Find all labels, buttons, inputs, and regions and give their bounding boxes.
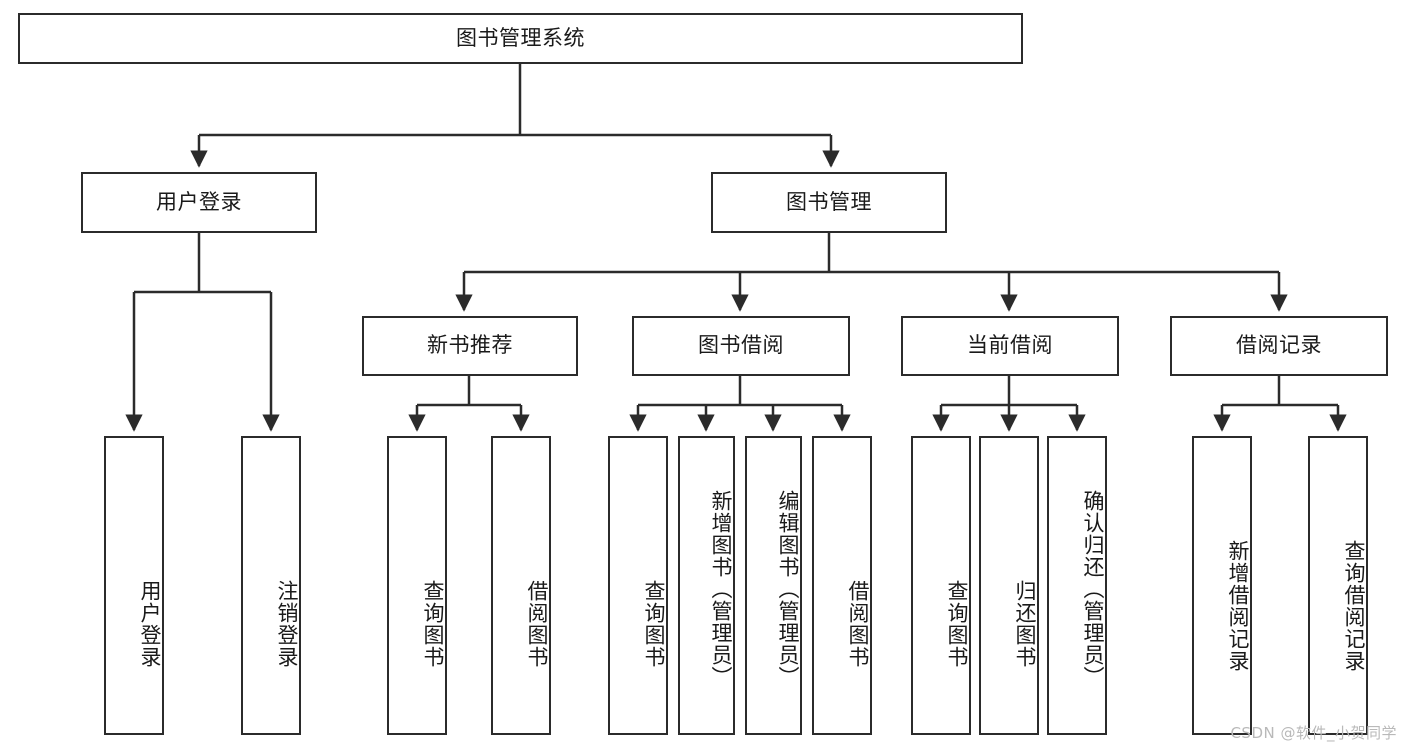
node-label: 新书推荐 xyxy=(427,333,513,358)
node-label: 注销登录 xyxy=(275,579,299,668)
node-leaf-user-login[interactable]: 用户登录 xyxy=(104,436,164,735)
node-leaf-confirm-return[interactable]: 确认归还（管理员） xyxy=(1047,436,1107,735)
node-leaf-add-record[interactable]: 新增借阅记录 xyxy=(1192,436,1252,735)
node-label: 确认归还（管理员） xyxy=(1081,489,1105,688)
node-book-management[interactable]: 图书管理 xyxy=(711,172,947,233)
node-label: 借阅记录 xyxy=(1236,333,1322,358)
node-leaf-edit-book[interactable]: 编辑图书（管理员） xyxy=(745,436,802,735)
node-label: 借阅图书 xyxy=(846,579,870,668)
node-borrow-record[interactable]: 借阅记录 xyxy=(1170,316,1388,376)
node-book-borrow[interactable]: 图书借阅 xyxy=(632,316,850,376)
node-label: 用户登录 xyxy=(156,189,242,214)
node-label: 查询图书 xyxy=(642,579,666,668)
node-label: 编辑图书（管理员） xyxy=(776,489,800,688)
node-label: 图书借阅 xyxy=(698,333,784,358)
node-label: 查询图书 xyxy=(421,579,445,668)
node-leaf-query-book-2[interactable]: 查询图书 xyxy=(608,436,668,735)
node-new-book-recommend[interactable]: 新书推荐 xyxy=(362,316,578,376)
node-leaf-logout-login[interactable]: 注销登录 xyxy=(241,436,301,735)
node-leaf-query-record[interactable]: 查询借阅记录 xyxy=(1308,436,1368,735)
node-label: 新增图书（管理员） xyxy=(709,489,733,688)
node-leaf-query-book-1[interactable]: 查询图书 xyxy=(387,436,447,735)
node-label: 借阅图书 xyxy=(525,579,549,668)
node-label: 图书管理系统 xyxy=(456,25,585,50)
node-current-borrow[interactable]: 当前借阅 xyxy=(901,316,1119,376)
node-label: 当前借阅 xyxy=(967,333,1053,358)
node-leaf-add-book[interactable]: 新增图书（管理员） xyxy=(678,436,735,735)
node-user-login[interactable]: 用户登录 xyxy=(81,172,317,233)
node-label: 用户登录 xyxy=(138,579,162,668)
node-label: 归还图书 xyxy=(1013,579,1037,668)
node-label: 图书管理 xyxy=(786,189,872,214)
node-leaf-return-book[interactable]: 归还图书 xyxy=(979,436,1039,735)
node-book-management-system[interactable]: 图书管理系统 xyxy=(18,13,1023,64)
node-label: 查询借阅记录 xyxy=(1342,539,1366,672)
csdn-watermark: CSDN @软件_小贺同学 xyxy=(1230,724,1397,742)
node-label: 新增借阅记录 xyxy=(1226,539,1250,672)
node-leaf-borrow-book-1[interactable]: 借阅图书 xyxy=(491,436,551,735)
node-label: 查询图书 xyxy=(945,579,969,668)
node-leaf-query-book-3[interactable]: 查询图书 xyxy=(911,436,971,735)
node-leaf-borrow-book-2[interactable]: 借阅图书 xyxy=(812,436,872,735)
